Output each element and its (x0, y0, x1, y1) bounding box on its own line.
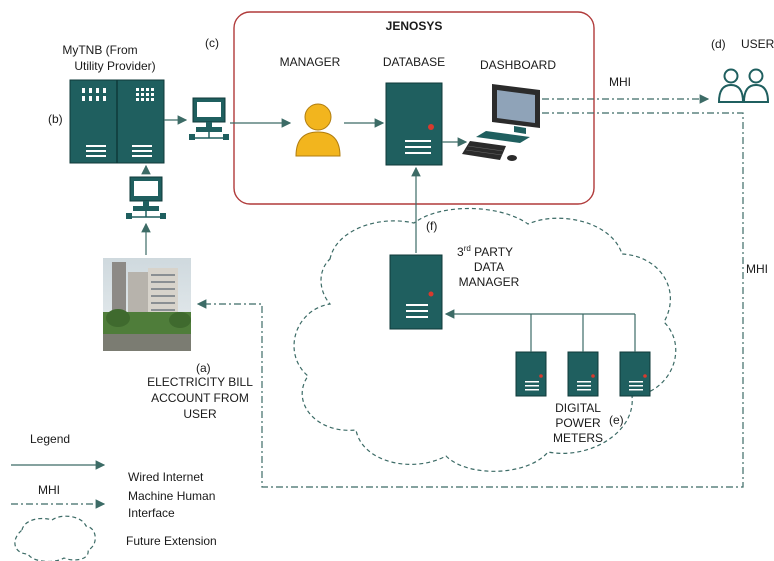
meters-label-line3: METERS (553, 431, 603, 445)
marker-c: (c) (205, 36, 219, 50)
marker-f: (f) (426, 219, 437, 233)
dashboard-label: DASHBOARD (480, 58, 556, 72)
power-meter-icon-1 (515, 351, 547, 397)
legend-wired-label: Wired Internet (128, 470, 204, 484)
third-party-label-line1: 3rd PARTY (457, 244, 513, 259)
marker-d: (d) (711, 37, 726, 51)
mhi-top-label: MHI (609, 75, 631, 89)
third-party-label-line3: MANAGER (459, 275, 520, 289)
marker-a: (a) (196, 361, 211, 375)
legend-mhi-label-line1: Machine Human (128, 489, 215, 503)
user-group-icon (717, 68, 770, 103)
jenosys-title: JENOSYS (386, 19, 443, 33)
user-label: USER (741, 37, 774, 51)
legend-mhi-label-line2: Interface (128, 506, 175, 520)
mytnb-label-line2: Utility Provider) (74, 59, 155, 73)
meters-label-line2: POWER (555, 416, 601, 430)
meters-label-line1: DIGITAL (555, 401, 601, 415)
legend-future-label: Future Extension (126, 534, 217, 548)
third-party-label-line2: DATA (474, 260, 504, 274)
mytnb-label-line1: MyTNB (From (62, 43, 137, 57)
marker-e: (e) (609, 413, 624, 427)
bill-label-line1: ELECTRICITY BILL (147, 375, 253, 389)
database-label: DATABASE (383, 55, 445, 69)
third-party-server-icon (389, 254, 443, 330)
dashboard-computer-icon (462, 84, 540, 161)
mhi-side-label: MHI (746, 262, 768, 276)
power-meter-icon-2 (567, 351, 599, 397)
legend-title: Legend (30, 432, 70, 446)
network-computer-icon-lower (126, 176, 166, 219)
future-extension-cloud (293, 207, 677, 472)
building-photo (103, 258, 191, 351)
bill-label-line3: USER (183, 407, 217, 421)
marker-b: (b) (48, 112, 63, 126)
database-server-icon (385, 82, 443, 166)
power-meter-icon-3 (619, 351, 651, 397)
legend: Legend Wired Internet MHI Machine Human … (11, 432, 217, 561)
edge-meters-to-thirdparty (444, 309, 636, 352)
legend-mhi-tag: MHI (38, 483, 60, 497)
network-computer-icon-c (189, 97, 229, 140)
legend-cloud-icon (14, 515, 96, 561)
manager-label: MANAGER (280, 55, 341, 69)
bill-label-line2: ACCOUNT FROM (151, 391, 249, 405)
edge-dashboard-to-bill-mhi (196, 112, 744, 488)
manager-person-icon (295, 103, 341, 157)
mytnb-server-icon (69, 79, 165, 164)
